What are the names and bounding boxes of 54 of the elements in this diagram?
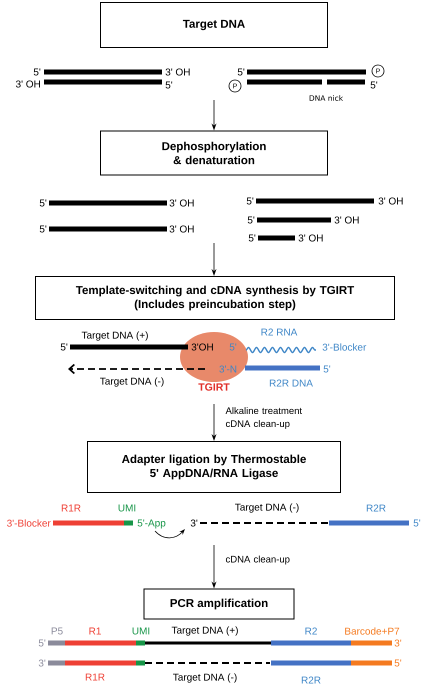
edge-label: cDNA clean-up <box>226 556 290 564</box>
strand-label: 5' <box>40 226 46 232</box>
step-box: Dephosphorylation & denaturation <box>100 130 328 176</box>
strand-label: 3' <box>38 659 46 667</box>
strand-label: 3' <box>394 639 402 647</box>
strand-label: R1R <box>62 504 81 512</box>
step-box: Template-switching and cDNA synthesis by TGIRT (Includes preincubation step) <box>35 276 395 320</box>
strand-label: 3'OH <box>192 343 213 351</box>
strand-label: 5' <box>166 82 172 88</box>
strand-label: 5' <box>60 344 68 350</box>
strand-label: 5' <box>370 82 378 88</box>
strand-label: 3' OH <box>170 199 194 207</box>
strand-label: P5 <box>52 628 63 634</box>
strand-label: 3' OH <box>378 197 403 205</box>
strand-label: UMI <box>118 504 136 512</box>
strand-label: 3' OH <box>170 225 194 233</box>
strand-label: R2 <box>305 628 317 634</box>
edge-label: Alkaline treatment cDNA clean-up <box>226 407 302 429</box>
strand-label: R2R DNA <box>270 380 313 386</box>
strand-label: 5' <box>230 344 236 350</box>
strand-label: 5' <box>324 366 330 372</box>
strand-label: 5' <box>34 68 40 76</box>
strand-label: Target DNA (+) <box>82 331 148 341</box>
step-box: Adapter ligation by Thermostable 5' AppDNA/RNA Ligase <box>87 441 341 493</box>
strand-label: 5' <box>248 234 256 242</box>
strand-label: 3' OH <box>334 216 359 224</box>
node-label: TGIRT <box>198 383 230 391</box>
strand-label: UMI <box>132 628 150 634</box>
strand-label: 5' <box>246 198 254 204</box>
strand-label: 3'-Blocker <box>7 519 51 527</box>
strand-label: 5' <box>414 520 420 526</box>
strand-label: 5' <box>38 640 46 646</box>
strand-label: 3' OH <box>166 68 190 76</box>
strand-label: 3' OH <box>16 80 40 88</box>
strand-label: 5'-App <box>138 520 166 528</box>
strand-label: R1R <box>86 674 105 680</box>
strand-label: R2 RNA <box>261 328 298 336</box>
strand-label: 5' <box>40 200 46 206</box>
strand-label: 3'-N <box>219 365 236 373</box>
strand-label: 5' <box>394 660 402 666</box>
strand-label: 3' <box>190 519 198 527</box>
strand-label: Target DNA (-) <box>100 377 164 387</box>
strand-label: Target DNA (-) <box>173 673 237 683</box>
strand-label: 5' <box>238 68 244 76</box>
strand-label: Barcode+P7 <box>345 627 400 635</box>
strand-label: Target DNA (-) <box>235 503 299 513</box>
step-box: PCR amplification <box>144 588 294 620</box>
step-box: Target DNA <box>100 2 328 48</box>
strand-label: R2R <box>366 504 386 512</box>
strand-label: 3' OH <box>298 234 323 242</box>
strand-label: R2R <box>302 676 321 684</box>
strand-label: 3'-Blocker <box>322 343 366 351</box>
strand-label: R1 <box>89 628 101 634</box>
strand-label: 5' <box>248 216 254 224</box>
